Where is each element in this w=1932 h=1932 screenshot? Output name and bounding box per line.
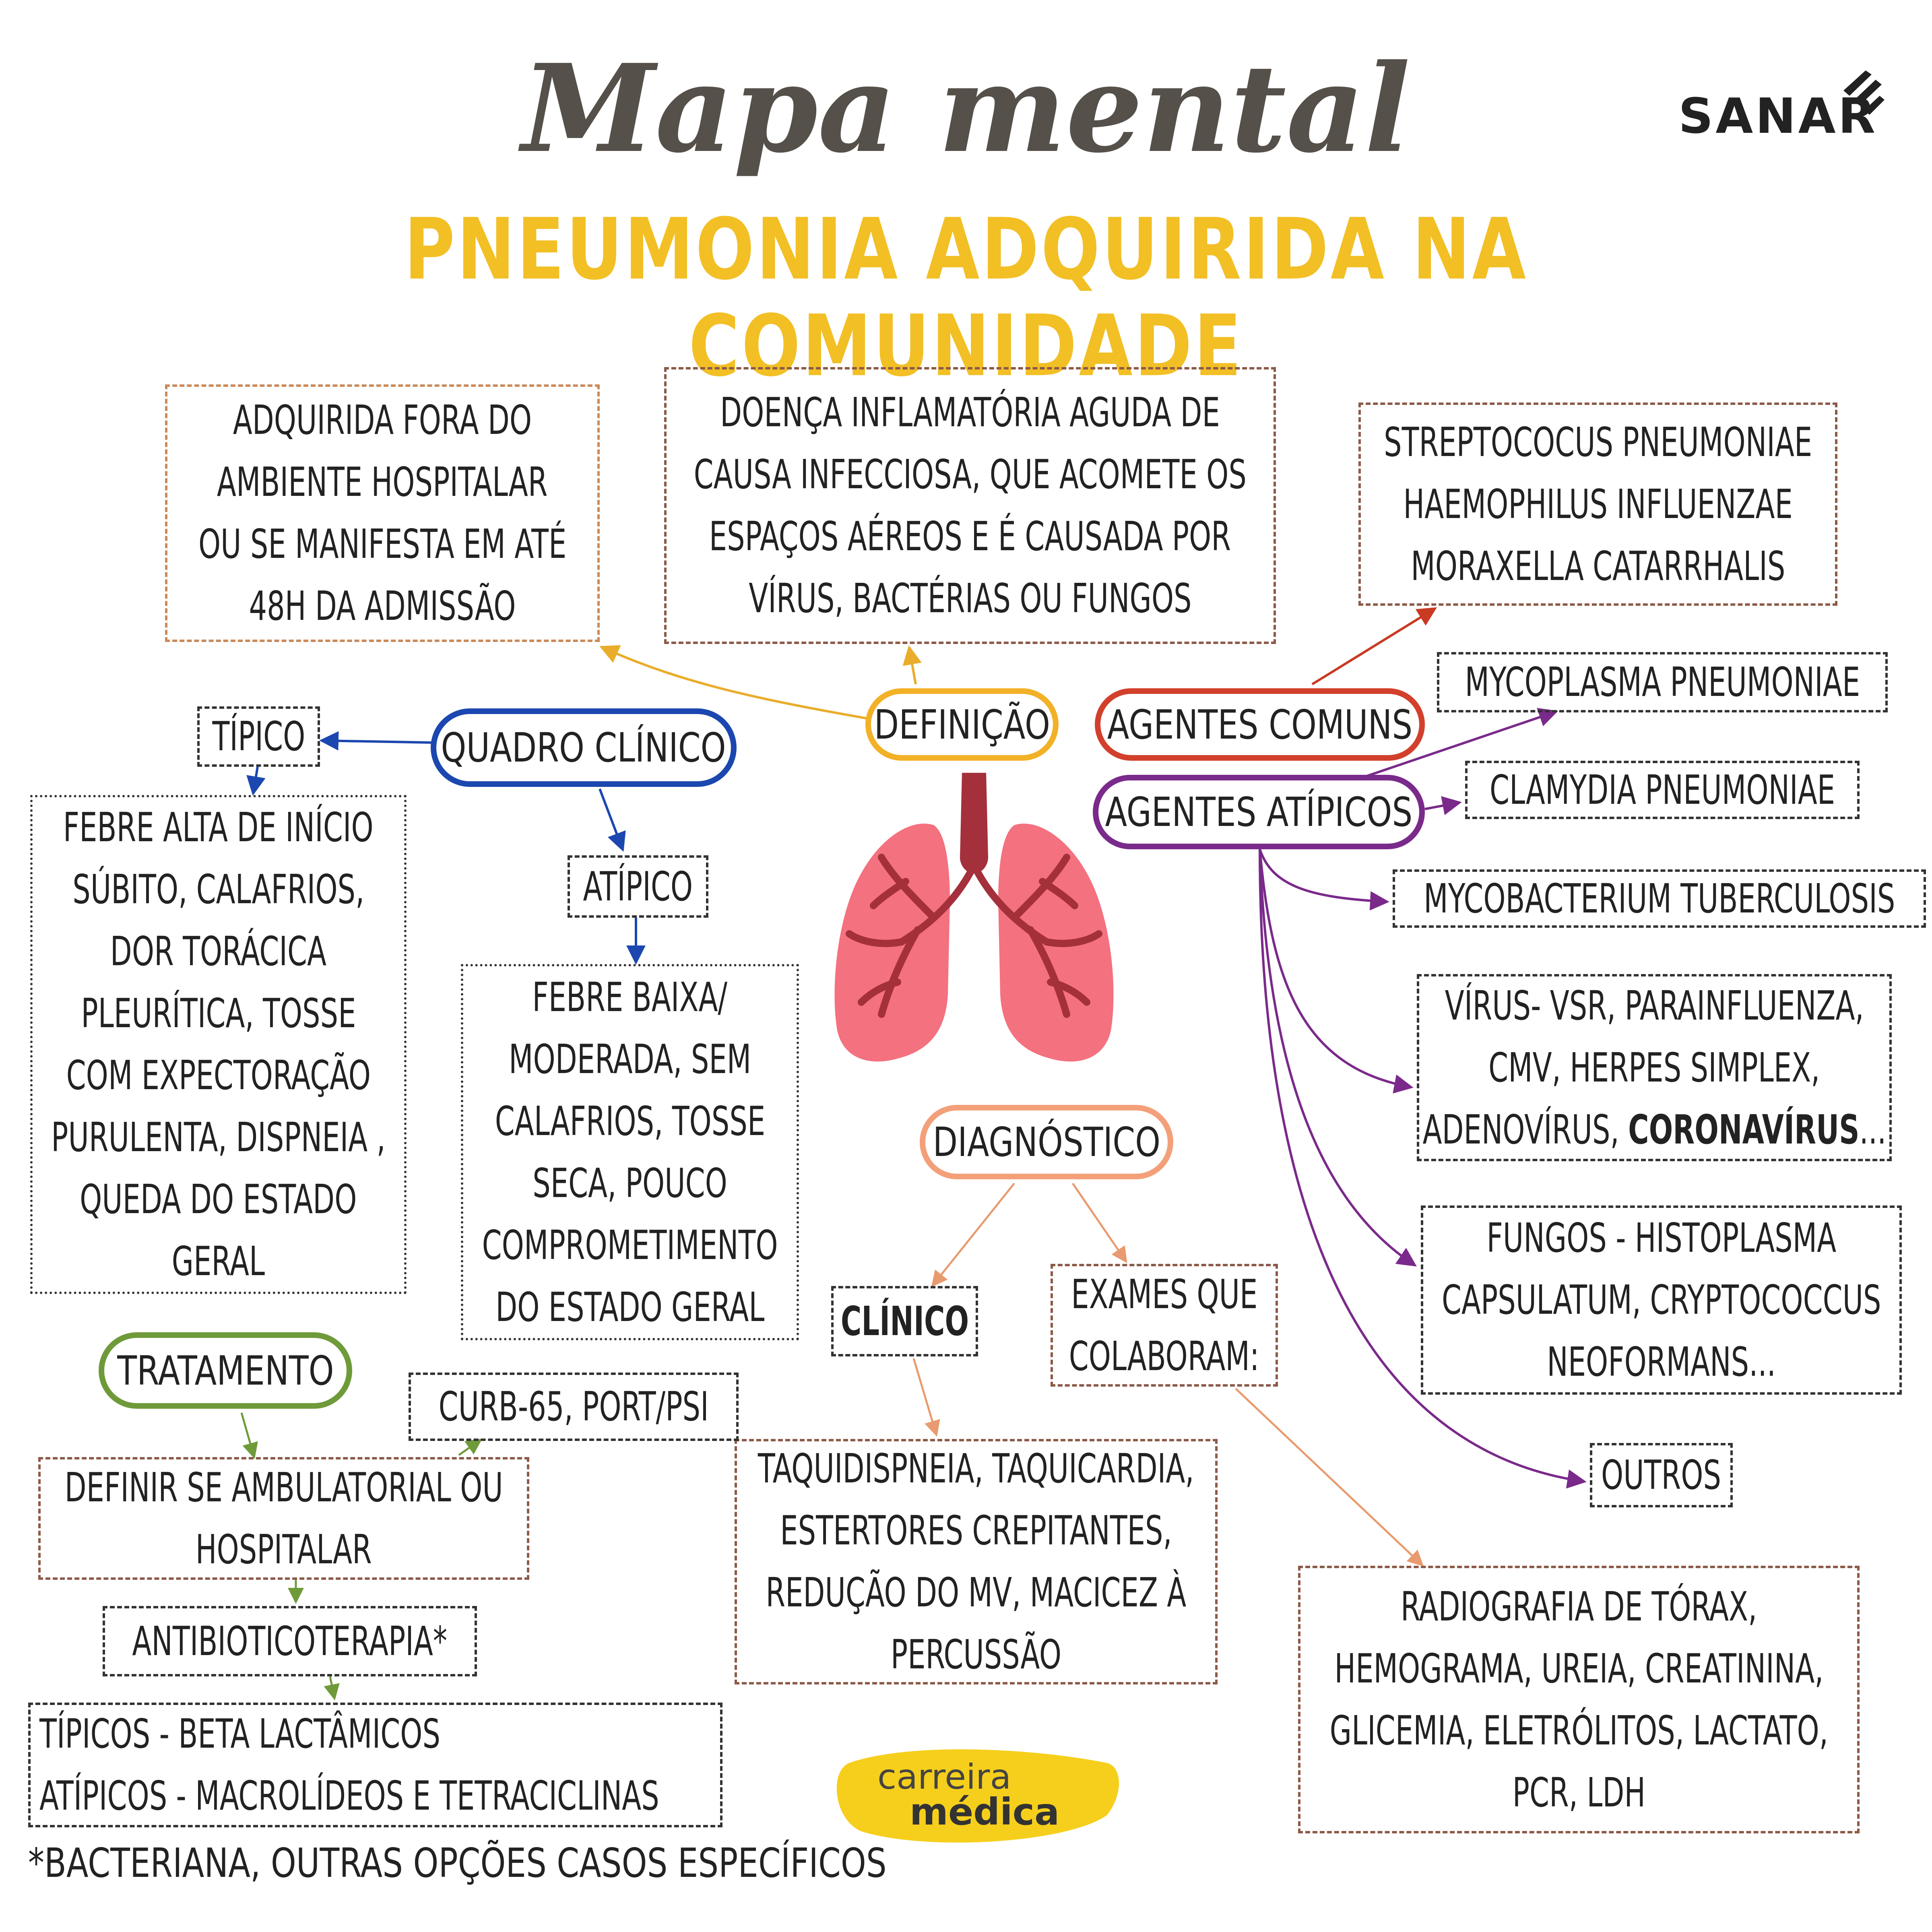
carreira-text: carreira: [877, 1757, 1011, 1797]
atipico-label: ATÍPICO: [568, 855, 708, 918]
tipico-description: FEBRE ALTA DE INÍCIO SÚBITO, CALAFRIOS, …: [30, 795, 407, 1294]
definicao-node[interactable]: DEFINIÇÃO: [865, 688, 1059, 761]
exames-label: EXAMES QUE COLABORAM:: [1051, 1264, 1278, 1387]
sanar-mark-icon: [1843, 70, 1885, 115]
definition-disease-box: DOENÇA INFLAMATÓRIA AGUDA DE CAUSA INFEC…: [664, 367, 1276, 644]
clinico-label: CLÍNICO: [831, 1286, 978, 1356]
footnote: *BACTERIANA, OUTRAS OPÇÕES CASOS ESPECÍF…: [28, 1839, 887, 1887]
virus-line3: ADENOVÍRUS, CORONAVÍRUS...: [1422, 1106, 1887, 1153]
clinico-description: TAQUIDISPNEIA, TAQUICARDIA, ESTERTORES C…: [735, 1439, 1218, 1684]
agent-clamydia: CLAMYDIA PNEUMONIAE: [1465, 761, 1860, 819]
antibiotic-classes-box: TÍPICOS - BETA LACTÂMICOS ATÍPICOS - MAC…: [28, 1703, 722, 1827]
agentes-comuns-node[interactable]: AGENTES COMUNS: [1095, 688, 1425, 761]
agent-mycobacterium: MYCOBACTERIUM TUBERCULOSIS: [1393, 869, 1926, 928]
lungs-icon: [834, 773, 1114, 1062]
agentes-atipicos-node[interactable]: AGENTES ATÍPICOS: [1093, 775, 1425, 849]
carreira-medica-logo: carreira médica: [825, 1739, 1127, 1852]
agent-mycoplasma: MYCOPLASMA PNEUMONIAE: [1437, 652, 1888, 712]
page-subtitle: PNEUMONIA ADQUIRIDA NA COMUNIDADE: [404, 200, 1528, 395]
agent-fungos: FUNGOS - HISTOPLASMA CAPSULATUM, CRYPTOC…: [1421, 1205, 1902, 1395]
diagnostico-node[interactable]: DIAGNÓSTICO: [920, 1105, 1173, 1179]
definition-hospital-box: ADQUIRIDA FORA DO AMBIENTE HOSPITALAR OU…: [165, 384, 600, 642]
quadro-clinico-node[interactable]: QUADRO CLÍNICO: [431, 708, 737, 787]
definir-box: DEFINIR SE AMBULATORIAL OU HOSPITALAR: [38, 1457, 529, 1580]
curb-box: CURB-65, PORT/PSI: [409, 1373, 739, 1441]
tratamento-node[interactable]: TRATAMENTO: [99, 1332, 352, 1409]
antibioticoterapia-box: ANTIBIOTICOTERAPIA*: [103, 1606, 477, 1676]
atipico-description: FEBRE BAIXA/ MODERADA, SEM CALAFRIOS, TO…: [461, 964, 799, 1340]
agent-virus: VÍRUS- VSR, PARAINFLUENZA, CMV, HERPES S…: [1417, 974, 1892, 1161]
sanar-logo-text: SANAR: [1678, 89, 1878, 144]
tipico-label: TÍPICO: [197, 706, 320, 767]
carreira-medica-badge-icon: [836, 1749, 1119, 1843]
sanar-logo: SANAR: [1678, 60, 1888, 144]
medica-text: médica: [910, 1790, 1060, 1833]
exames-description: RADIOGRAFIA DE TÓRAX, HEMOGRAMA, UREIA, …: [1298, 1566, 1860, 1833]
common-agents-list: STREPTOCOCUS PNEUMONIAE HAEMOPHILUS INFL…: [1358, 402, 1837, 606]
page-title: Mapa mental: [521, 37, 1411, 180]
agent-outros: OUTROS: [1590, 1443, 1733, 1507]
